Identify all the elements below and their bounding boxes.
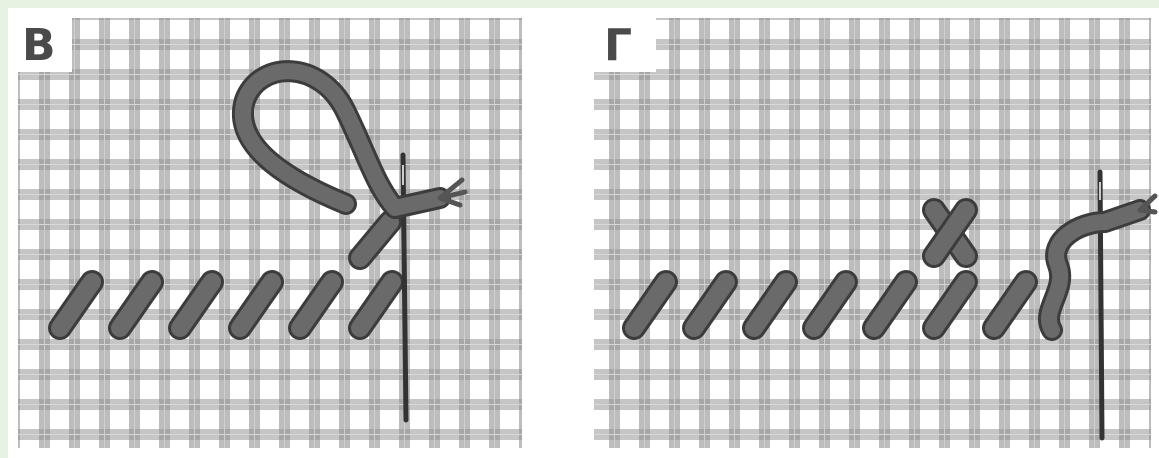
panel-label: В bbox=[22, 20, 56, 71]
top-border-tint bbox=[0, 0, 1159, 8]
cross-stitch bbox=[934, 210, 966, 256]
panel-v: В bbox=[18, 18, 522, 448]
left-border-tint bbox=[0, 0, 8, 458]
panel-g: Г bbox=[594, 18, 1155, 448]
panel-label: Г bbox=[604, 20, 632, 71]
